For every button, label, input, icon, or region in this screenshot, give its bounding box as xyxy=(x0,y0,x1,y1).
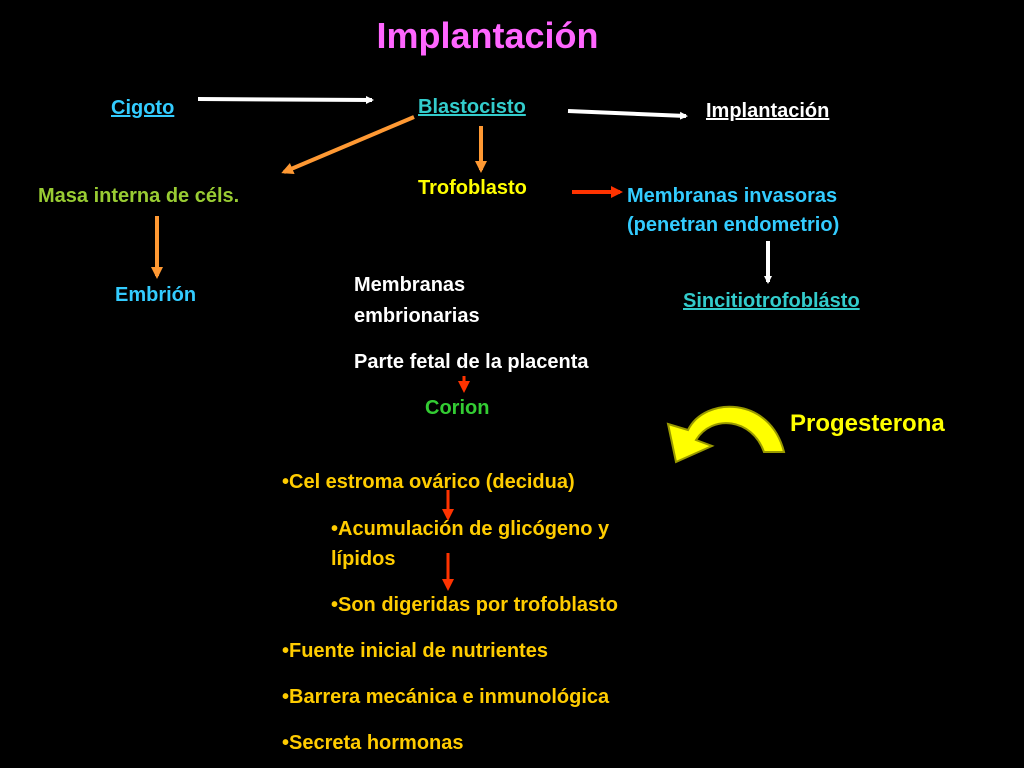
node-membranas-invasoras-line1: Membranas invasoras xyxy=(627,185,838,207)
node-embrion: Embrión xyxy=(115,284,197,306)
white-arrow-cigoto-blastocisto xyxy=(197,95,374,104)
orange-arrow-blastocisto-masa xyxy=(281,115,415,175)
bullet-digeridas: •Son digeridas por trofoblasto xyxy=(331,594,619,616)
bullet-nutrientes: •Fuente inicial de nutrientes xyxy=(282,640,548,662)
bullet-decidua: •Cel estroma ovárico (decidua) xyxy=(282,471,575,493)
node-trofoblasto: Trofoblasto xyxy=(418,177,527,199)
yellow-curved-arrow-icon xyxy=(666,405,786,464)
node-cigoto[interactable]: Cigoto xyxy=(111,97,175,119)
node-membranas-embrionarias-line1: Membranas xyxy=(354,274,466,296)
node-membranas-invasoras-line2: (penetran endometrio) xyxy=(627,214,840,236)
node-parte-fetal: Parte fetal de la placenta xyxy=(354,351,589,373)
white-arrow-blastocisto-implantacion xyxy=(567,109,688,120)
node-blastocisto[interactable]: Blastocisto xyxy=(418,96,526,118)
bullet-lipidos: lípidos xyxy=(331,548,396,570)
node-membranas-embrionarias-line2: embrionarias xyxy=(354,305,480,327)
node-progesterona: Progesterona xyxy=(790,410,945,437)
bullet-acumulacion: •Acumulación de glicógeno y xyxy=(331,518,610,540)
node-masa-interna: Masa interna de céls. xyxy=(38,185,240,207)
bullet-hormonas: •Secreta hormonas xyxy=(282,732,464,754)
page-title: Implantación xyxy=(376,15,599,56)
node-sincitiotrofoblasto[interactable]: Sincitiotrofoblásto xyxy=(683,290,860,312)
bullet-barrera: •Barrera mecánica e inmunológica xyxy=(282,686,610,708)
node-corion: Corion xyxy=(425,397,490,419)
node-implantacion[interactable]: Implantación xyxy=(706,100,830,122)
